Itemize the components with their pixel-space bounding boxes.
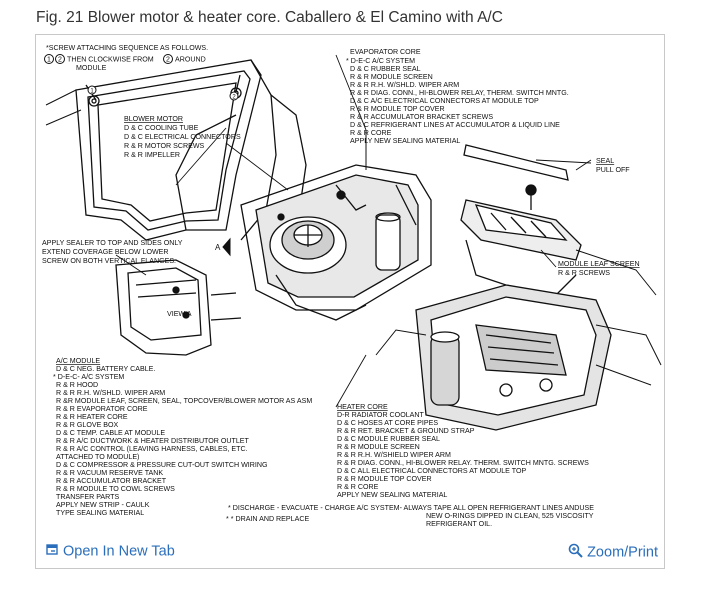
figure-footer: Open In New Tab Zoom/Print (36, 537, 664, 568)
seal-line-1: PULL OFF (596, 166, 630, 174)
ac-module-line-3: R & R HOOD (56, 381, 98, 389)
screw-note-line-4: MODULE (76, 64, 107, 72)
arrow-letter: A (215, 243, 221, 252)
sealer-note-line-3: SCREW ON BOTH VERTICAL FLANGES. (42, 257, 176, 265)
view-arrow (222, 237, 231, 257)
circle-mark-1 (44, 54, 54, 64)
module-leaf-screen-line-1: R & R SCREWS (558, 269, 610, 277)
circle-mark-2b-label: 2 (166, 57, 170, 64)
heater-core-title: HEATER CORE (337, 403, 388, 411)
zoom-print-link[interactable]: Zoom/Print (568, 543, 658, 562)
evap-core-line-6: D & C A/C ELECTRICAL CONNECTORS AT MODUL… (350, 97, 539, 105)
blower-motor-line-1: D & C COOLING TUBE (124, 124, 199, 132)
heater-core-line-9: R & R MODULE TOP COVER (337, 475, 432, 483)
evap-core-line-9: D & C REFRIGERANT LINES AT ACCUMULATOR &… (350, 121, 560, 129)
ac-module-line-19: TYPE SEALING MATERIAL (56, 509, 144, 517)
screw-note-line-1: *SCREW ATTACHING SEQUENCE AS FOLLOWS. (46, 44, 208, 52)
open-in-new-tab-label: Open In New Tab (63, 543, 175, 560)
circle-mark-2-label: 2 (58, 57, 62, 64)
open-in-new-tab-link[interactable]: Open In New Tab (46, 543, 175, 560)
evap-core-line-1: * D-E-C A/C SYSTEM (346, 57, 415, 65)
evap-core-line-7: R & R MODULE TOP COVER (350, 105, 445, 113)
evap-core-line-11: APPLY NEW SEALING MATERIAL (350, 137, 460, 145)
ac-module-line-6: R & R EVAPORATOR CORE (56, 405, 148, 413)
footnote-1-line-1: * DISCHARGE - EVACUATE - CHARGE A/C SYST… (228, 504, 594, 512)
ac-module-line-2: * D-E-C- A/C SYSTEM (53, 373, 124, 381)
ac-module-line-15: R & R ACCUMULATOR BRACKET (56, 477, 167, 485)
small-mark-1-label: 1 (90, 89, 94, 95)
ac-module-line-1: D & C NEG. BATTERY CABLE. (56, 365, 155, 373)
heater-core-line-2: D & C HOSES AT CORE PIPES (337, 419, 438, 427)
footnote-1-line-3: REFRIGERANT OIL. (426, 520, 492, 528)
ac-module-line-10: R & R A/C DUCTWORK & HEATER DISTRIBUTOR … (56, 437, 250, 445)
blower-motor-line-2: D & C ELECTRICAL CONNECTORS (124, 133, 241, 141)
ac-module-line-14: R & R VACUUM RESERVE TANK (56, 469, 163, 477)
circle-mark-1-label: 1 (47, 57, 51, 64)
evap-core-line-2: D & C RUBBER SEAL (350, 65, 421, 73)
ac-module-line-5: R &R MODULE LEAF, SCREEN, SEAL, TOPCOVER… (56, 397, 312, 405)
small-mark-2 (229, 91, 239, 101)
screw-sequence-marks (44, 54, 239, 101)
footnote-2: * * DRAIN AND REPLACE (226, 515, 309, 523)
blower-motor-title: BLOWER MOTOR (124, 115, 183, 123)
ac-module-line-8: R & R GLOVE BOX (56, 421, 119, 429)
heater-core-line-7: R & R DIAG. CONN., HI-BLOWER RELAY. THER… (337, 459, 589, 467)
evap-core-line-8: R & R ACCUMULATOR BRACKET SCREWS (350, 113, 493, 121)
screw-note-line-3: AROUND (175, 56, 206, 64)
footnote-1-line-2: NEW O-RINGS DIPPED IN CLEAN, 525 VISCOSI… (426, 512, 594, 520)
ac-module-line-7: R & R HEATER CORE (56, 413, 128, 421)
sealer-note-line-2: EXTEND COVERAGE BELOW LOWER (42, 248, 169, 256)
ac-module-line-17: TRANSFER PARTS (56, 493, 119, 501)
evap-core-line-3: R & R MODULE SCREEN (350, 73, 433, 81)
heater-core-line-4: D & C MODULE RUBBER SEAL (337, 435, 440, 443)
heater-core-line-1: D-R RADIATOR COOLANT (337, 411, 425, 419)
heater-core-line-8: D & C ALL ELECTRICAL CONNECTORS AT MODUL… (337, 467, 526, 475)
heater-core-line-6: R & R R.H. W/SHIELD WIPER ARM (337, 451, 451, 459)
heater-core-line-11: APPLY NEW SEALING MATERIAL (337, 491, 447, 499)
magnifier-icon (568, 543, 583, 562)
evap-core-line-5: R & R DIAG. CONN., HI-BLOWER RELAY, THER… (350, 89, 569, 97)
blower-motor-line-3: R & R MOTOR SCREWS (124, 142, 205, 150)
zoom-print-label: Zoom/Print (587, 544, 658, 561)
circle-mark-2 (55, 54, 65, 64)
evap-core-title: EVAPORATOR CORE (350, 48, 421, 56)
circle-mark-2b (163, 54, 173, 64)
module-top-drawing (460, 184, 657, 296)
heater-core-line-10: R & R CORE (337, 483, 379, 491)
ac-module-line-16: R & R MODULE TO COWL SCREWS (56, 485, 175, 493)
ac-module-line-9: D & C TEMP. CABLE AT MODULE (56, 429, 165, 437)
ac-module-title: A/C MODULE (56, 357, 100, 365)
heater-core-line-3: R & R RET. BRACKET & GROUND STRAP (337, 427, 475, 435)
ac-module-line-11: R & R A/C CONTROL (LEAVING HARNESS, CABL… (56, 445, 248, 453)
exploded-diagram: 1 2 2 1 2 *SCREW ATTACHING SEQUENCE AS F… (36, 35, 664, 537)
cowl-bracket-drawing (115, 259, 242, 356)
blower-module-drawing (240, 130, 432, 321)
ac-module-line-12: ATTACHED TO MODULE) (56, 453, 139, 461)
seal-strip-drawing (463, 144, 592, 181)
leader-lines (115, 54, 592, 408)
seal-title: SEAL (596, 157, 614, 165)
small-mark-1 (87, 85, 97, 95)
view-a-label: VIEW A (167, 310, 192, 318)
external-link-icon (46, 543, 59, 560)
cowl-panel-drawing (45, 59, 307, 241)
figure-caption: Fig. 21 Blower motor & heater core. Caba… (36, 9, 503, 26)
evap-core-line-4: R & R R.H. W/SHLD. WIPER ARM (350, 81, 459, 89)
screw-note-line-2: THEN CLOCKWISE FROM (67, 56, 154, 64)
ac-module-line-18: APPLY NEW STRIP - CAULK (56, 501, 150, 509)
sealer-note-line-1: APPLY SEALER TO TOP AND SIDES ONLY (42, 239, 183, 247)
ac-module-line-13: D & C COMPRESSOR & PRESSURE CUT-OUT SWIT… (56, 461, 268, 469)
heater-core-line-5: R & R MODULE SCREEN (337, 443, 420, 451)
blower-motor-line-4: R & R IMPELLER (124, 151, 180, 159)
evaporator-assembly-drawing (375, 284, 662, 431)
module-leaf-screen-title: MODULE LEAF SCREEN (558, 260, 640, 268)
small-mark-2-label: 2 (232, 95, 236, 101)
evap-core-line-10: R & R CORE (350, 129, 392, 137)
ac-module-line-4: R & R R.H. W/SHLD. WIPER ARM (56, 389, 165, 397)
